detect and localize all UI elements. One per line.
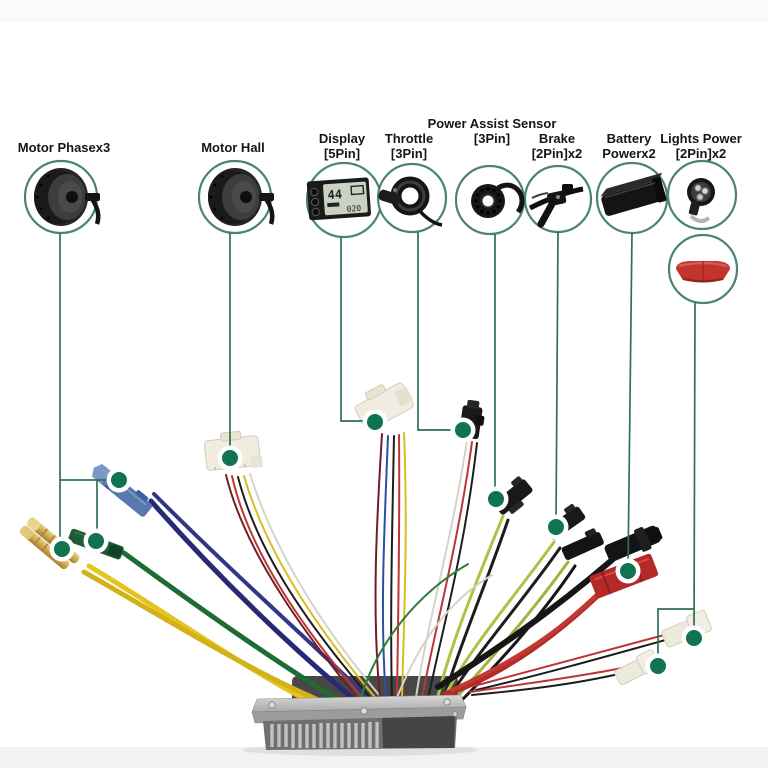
brake-connector-2 <box>561 528 604 560</box>
headlight-icon <box>687 178 715 223</box>
label-motor-hall: Motor Hall <box>201 140 265 155</box>
label-throttle: Throttle [3Pin] <box>384 131 434 161</box>
pas-sensor-icon <box>471 182 525 218</box>
lcd-display-icon: 44 020 <box>306 177 371 221</box>
svg-text:020: 020 <box>346 204 361 214</box>
brake-lever-icon <box>528 184 584 228</box>
label-motor-phase-text: Motor Phasex3 <box>17 140 111 155</box>
thumb-throttle-icon <box>378 176 443 227</box>
battery-connector-icon <box>600 172 667 216</box>
floor-strip <box>0 747 768 768</box>
connection-markers <box>49 409 707 679</box>
battery-black-connector <box>604 525 663 562</box>
label-brake: Brake [2Pin]x2 <box>531 131 583 161</box>
controller-box <box>242 694 478 756</box>
svg-text:44: 44 <box>327 187 342 202</box>
label-lights: Lights Power [2Pin]x2 <box>660 131 742 161</box>
label-display: Display [5Pin] <box>318 131 366 161</box>
background-top-band <box>0 0 768 22</box>
callout-lines <box>59 231 696 664</box>
label-motor-hall-text: Motor Hall <box>201 140 265 155</box>
taillight-icon <box>676 261 730 283</box>
label-pas: Power Assist Sensor [3Pin] <box>427 116 557 146</box>
label-motor-phase: Motor Phasex3 <box>18 140 110 155</box>
wire-harness <box>81 432 670 708</box>
label-battery: Battery Powerx2 <box>602 131 656 161</box>
